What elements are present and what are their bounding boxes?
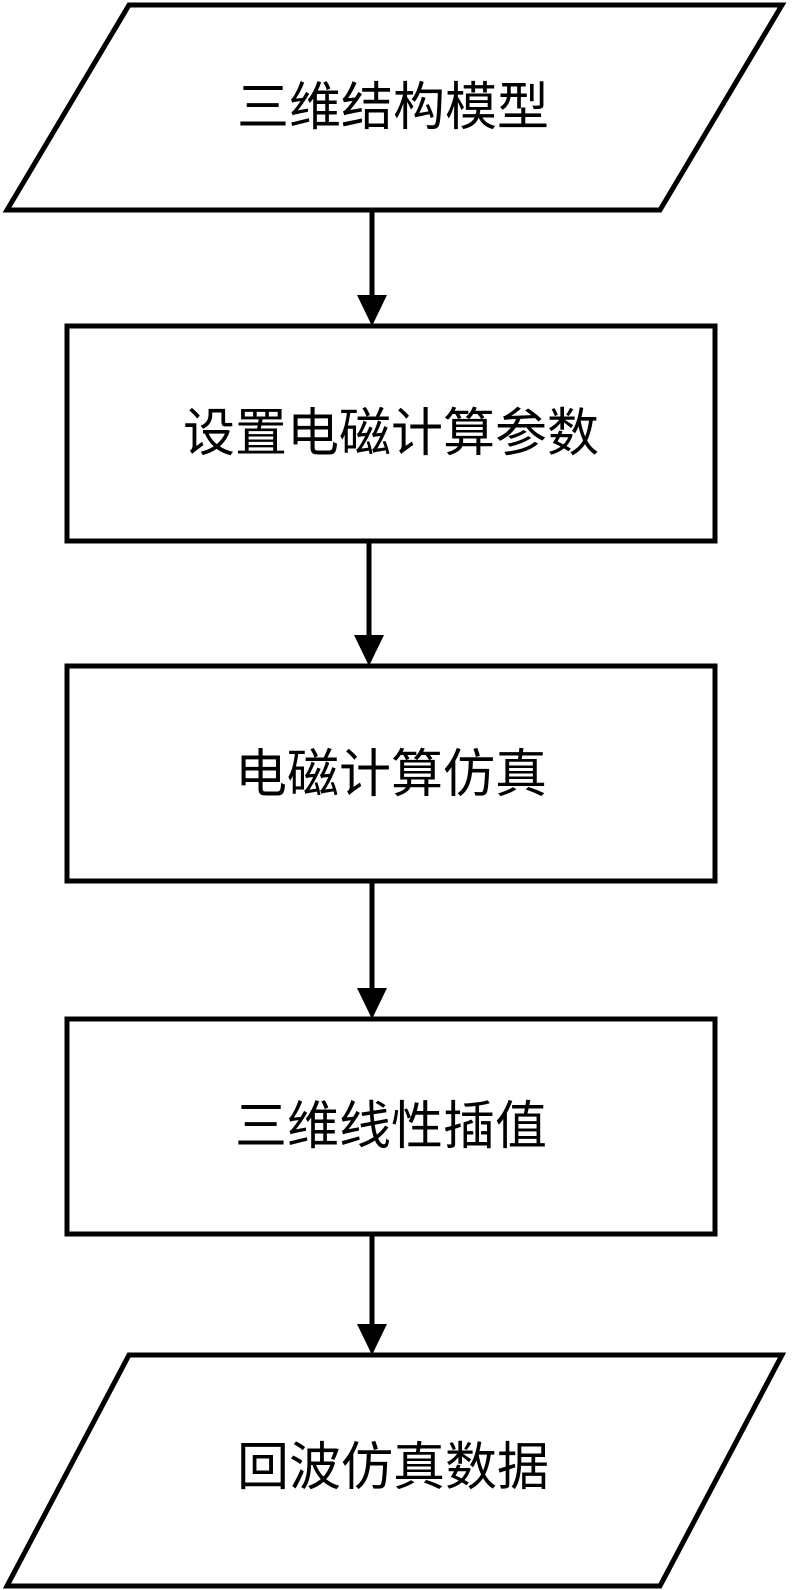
rectangle-shape <box>64 663 718 884</box>
arrow-4-to-5 <box>357 1234 387 1355</box>
node-3d-linear-interpolation: 三维线性插值 <box>64 1016 718 1237</box>
parallelogram-shape <box>2 2 787 213</box>
arrowhead <box>357 988 387 1019</box>
node-3d-structure-model: 三维结构模型 <box>2 2 787 213</box>
node-label: 三维结构模型 <box>237 78 549 138</box>
rectangle-shape <box>64 323 718 544</box>
arrowhead <box>357 1324 387 1355</box>
node-echo-simulation-data: 回波仿真数据 <box>2 1352 787 1589</box>
rectangle-shape <box>64 1016 718 1237</box>
parallelogram-shape <box>2 1352 787 1589</box>
arrow-1-to-2 <box>357 210 387 326</box>
node-label: 三维线性插值 <box>235 1097 547 1157</box>
arrowhead <box>354 635 384 666</box>
arrowhead <box>357 295 387 326</box>
node-label: 设置电磁计算参数 <box>183 404 599 464</box>
arrow-3-to-4 <box>357 881 387 1019</box>
node-label: 回波仿真数据 <box>237 1438 549 1498</box>
node-set-em-parameters: 设置电磁计算参数 <box>64 323 718 544</box>
arrow-2-to-3 <box>354 541 384 666</box>
node-label: 电磁计算仿真 <box>235 745 547 805</box>
node-em-simulation: 电磁计算仿真 <box>64 663 718 884</box>
